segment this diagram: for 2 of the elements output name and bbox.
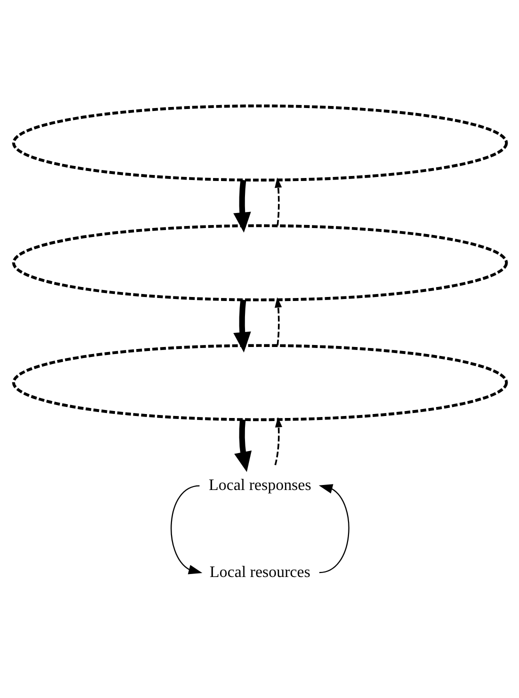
node-text: Local responses: [208, 476, 311, 494]
node-text: Local resources: [209, 563, 310, 580]
